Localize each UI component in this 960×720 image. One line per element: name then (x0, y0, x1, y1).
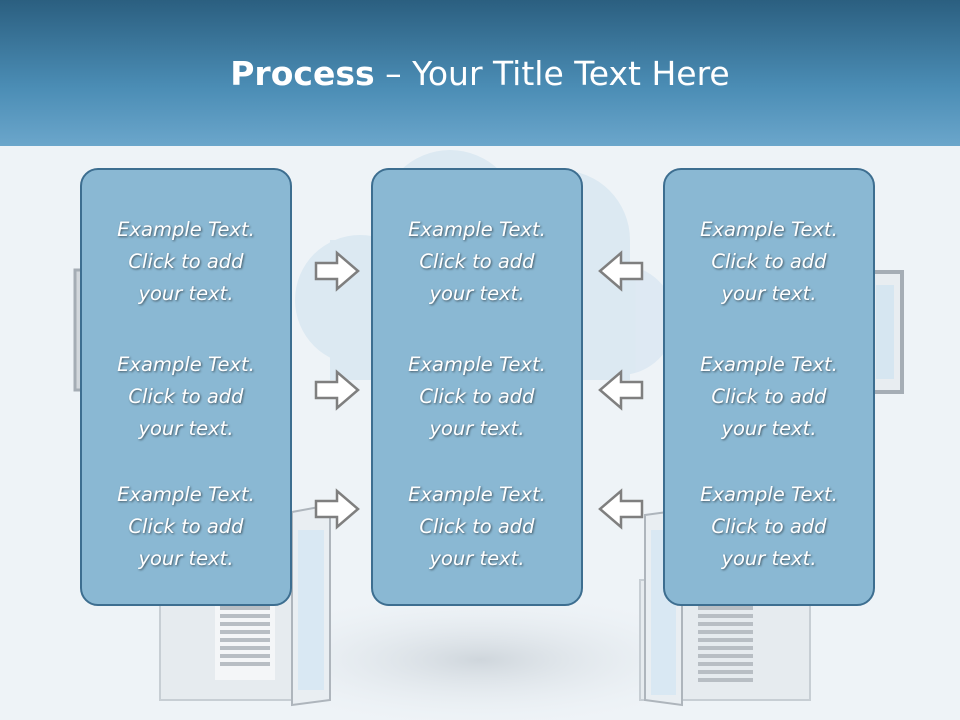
text-block[interactable]: Example Text. Click to add your text. (82, 349, 290, 445)
text-line: your text. (721, 282, 817, 305)
text-line: Click to add (711, 385, 827, 408)
text-block[interactable]: Example Text. Click to add your text. (82, 479, 290, 575)
left-arrow-icon[interactable] (597, 369, 645, 411)
text-line: your text. (429, 282, 525, 305)
text-line: Click to add (128, 385, 244, 408)
text-line: your text. (429, 417, 525, 440)
right-arrow-icon[interactable] (313, 250, 361, 292)
text-line: Example Text. (700, 483, 838, 506)
text-line: Click to add (419, 250, 535, 273)
process-box-right[interactable]: Example Text. Click to add your text. Ex… (663, 168, 875, 606)
laptop-right-graphic (639, 508, 811, 707)
process-box-center[interactable]: Example Text. Click to add your text. Ex… (371, 168, 583, 606)
text-line: Click to add (128, 515, 244, 538)
text-block[interactable]: Example Text. Click to add your text. (665, 349, 873, 445)
text-line: Example Text. (117, 218, 255, 241)
text-line: your text. (138, 547, 234, 570)
text-line: Example Text. (408, 218, 546, 241)
text-block[interactable]: Example Text. Click to add your text. (373, 479, 581, 575)
title-rest: – Your Title Text Here (374, 54, 730, 93)
text-block[interactable]: Example Text. Click to add your text. (665, 479, 873, 575)
right-arrow-icon[interactable] (313, 369, 361, 411)
text-line: Example Text. (700, 218, 838, 241)
slide-title[interactable]: Process – Your Title Text Here (0, 52, 960, 96)
text-line: Click to add (711, 515, 827, 538)
left-arrow-icon[interactable] (597, 488, 645, 530)
text-line: Click to add (711, 250, 827, 273)
text-line: Click to add (128, 250, 244, 273)
process-box-left[interactable]: Example Text. Click to add your text. Ex… (80, 168, 292, 606)
text-line: your text. (429, 547, 525, 570)
text-block[interactable]: Example Text. Click to add your text. (373, 214, 581, 310)
text-line: Example Text. (408, 483, 546, 506)
text-line: Example Text. (117, 483, 255, 506)
text-line: your text. (721, 547, 817, 570)
text-line: Example Text. (408, 353, 546, 376)
text-block[interactable]: Example Text. Click to add your text. (373, 349, 581, 445)
text-line: your text. (138, 282, 234, 305)
right-arrow-icon[interactable] (313, 488, 361, 530)
text-line: Example Text. (700, 353, 838, 376)
title-bold: Process (230, 54, 375, 93)
text-line: Click to add (419, 385, 535, 408)
title-banner: Process – Your Title Text Here (0, 0, 960, 146)
text-block[interactable]: Example Text. Click to add your text. (82, 214, 290, 310)
text-line: your text. (138, 417, 234, 440)
text-block[interactable]: Example Text. Click to add your text. (665, 214, 873, 310)
text-line: your text. (721, 417, 817, 440)
text-line: Click to add (419, 515, 535, 538)
left-arrow-icon[interactable] (597, 250, 645, 292)
text-line: Example Text. (117, 353, 255, 376)
